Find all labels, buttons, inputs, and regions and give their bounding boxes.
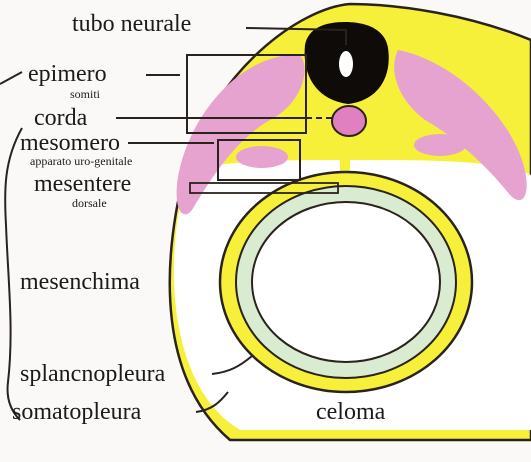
label-mesomero: mesomero [20, 131, 120, 155]
mesomero-right [414, 134, 466, 156]
label-epimero: epimero [28, 62, 107, 86]
corda [332, 106, 366, 136]
label-celoma: celoma [316, 400, 385, 424]
mesomero-left [236, 146, 288, 168]
label-mesomero-sub: apparato uro-genitale [30, 155, 132, 167]
label-corda: corda [34, 106, 87, 130]
neural-crest-right [366, 31, 382, 45]
intestine-lumen [252, 202, 440, 362]
label-somatopleura: somatopleura [12, 400, 141, 424]
label-tubo-neurale: tubo neurale [72, 12, 191, 36]
label-mesenchima: mesenchima [20, 270, 140, 294]
label-mesentere-sub: dorsale [72, 197, 107, 209]
neural-crest-left [310, 33, 326, 47]
label-splancnopleura: splancnopleura [20, 362, 165, 386]
label-epimero-sub: somiti [70, 88, 100, 100]
tubo-neurale-lumen [339, 51, 353, 77]
bracket-tick-top [0, 72, 22, 84]
label-mesentere: mesentere [34, 172, 131, 196]
